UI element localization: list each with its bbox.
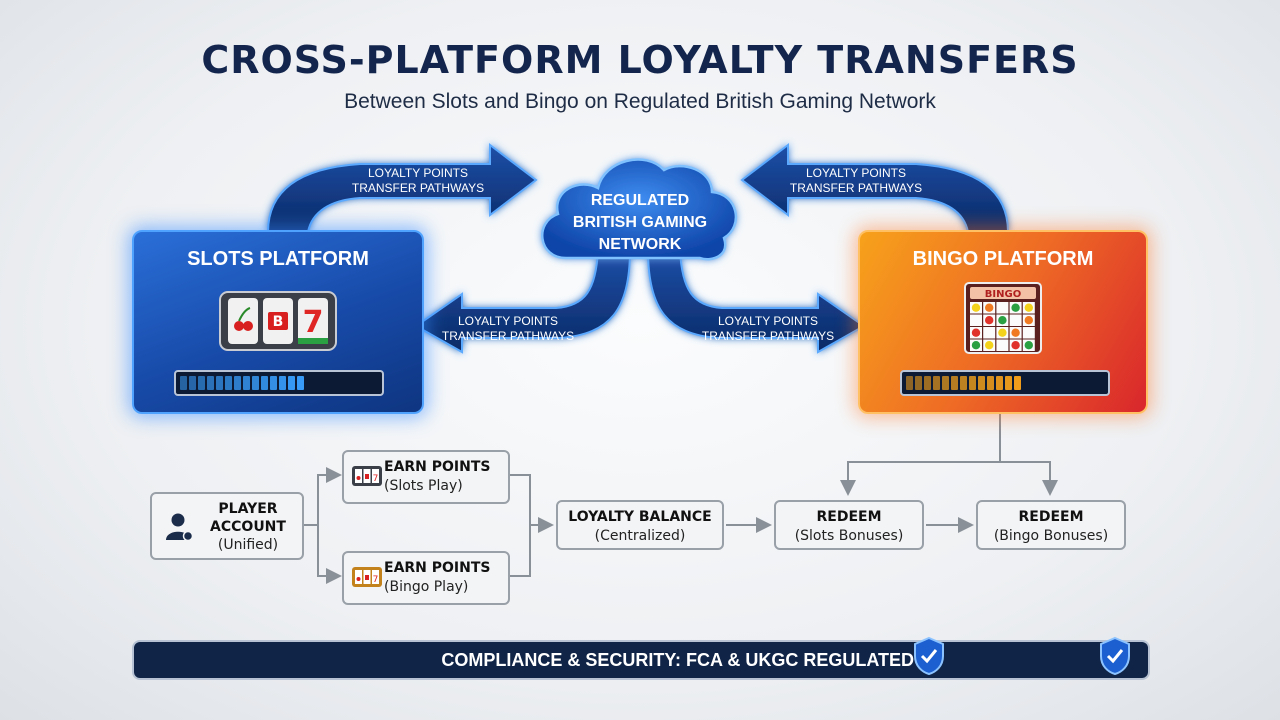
pathway-label-line: LOYALTY POINTS <box>367 166 469 180</box>
earn-bingo-title: EARN POINTS <box>384 560 491 576</box>
player-account-box[interactable]: PLAYER ACCOUNT (Unified) <box>150 492 304 560</box>
progress-segment <box>969 376 976 390</box>
network-label-line2: BRITISH GAMING <box>572 214 708 231</box>
redeem-bingo-title: REDEEM <box>1018 509 1084 525</box>
bingo-platform-panel[interactable]: BINGO PLATFORM BINGO <box>858 230 1148 414</box>
earn-bingo-sub: (Bingo Play) <box>384 579 469 595</box>
slots-progress-bar <box>174 370 384 396</box>
pathway-label-line: LOYALTY POINTS <box>457 314 559 328</box>
loyalty-balance-sub: (Centralized) <box>594 528 686 544</box>
loyalty-balance-title: LOYALTY BALANCE <box>568 509 712 525</box>
bingo-card-label: BINGO <box>985 289 1021 300</box>
earn-slots-sub: (Slots Play) <box>384 478 463 494</box>
loyalty-balance-box[interactable]: LOYALTY BALANCE (Centralized) <box>556 500 724 550</box>
progress-segment <box>915 376 922 390</box>
slot-machine-icon: B 7 <box>219 291 337 351</box>
slots-platform-title: SLOTS PLATFORM <box>187 248 369 270</box>
progress-segment <box>1014 376 1021 390</box>
network-label: REGULATED BRITISH GAMING NETWORK <box>548 190 732 256</box>
progress-segment <box>279 376 286 390</box>
progress-segment <box>1005 376 1012 390</box>
pathway-label-line: LOYALTY POINTS <box>805 166 907 180</box>
progress-segment <box>978 376 985 390</box>
pathway-arrow-bottom-right <box>646 249 866 354</box>
pathway-label-bottom-right: LOYALTY POINTS TRANSFER PATHWAYS <box>688 314 848 344</box>
pathway-arrow-bottom-left <box>414 249 632 354</box>
progress-segment <box>942 376 949 390</box>
progress-segment <box>207 376 214 390</box>
progress-segment <box>216 376 223 390</box>
progress-segment <box>960 376 967 390</box>
earn-points-bingo-box[interactable]: 7 EARN POINTS (Bingo Play) <box>342 551 510 605</box>
pathway-arrow-top-left <box>266 142 538 233</box>
progress-segment <box>288 376 295 390</box>
redeem-slots-title: REDEEM <box>816 509 882 525</box>
page-title: CROSS-PLATFORM LOYALTY TRANSFERS <box>201 38 1079 82</box>
progress-segment <box>933 376 940 390</box>
shield-check-icon <box>914 636 944 676</box>
compliance-bar: COMPLIANCE & SECURITY: FCA & UKGC REGULA… <box>132 636 1150 680</box>
progress-segment <box>270 376 277 390</box>
flow-connectors <box>302 410 1058 584</box>
svg-text:B: B <box>273 314 284 330</box>
pathway-label-top-left: LOYALTY POINTS TRANSFER PATHWAYS <box>338 166 498 196</box>
svg-text:7: 7 <box>373 575 379 585</box>
page-subtitle: Between Slots and Bingo on Regulated Bri… <box>344 90 936 113</box>
progress-segment <box>243 376 250 390</box>
redeem-bingo-box[interactable]: REDEEM (Bingo Bonuses) <box>976 500 1126 550</box>
pathway-arrow-top-right <box>740 142 1010 233</box>
slots-platform-panel[interactable]: SLOTS PLATFORM B 7 <box>132 230 424 414</box>
progress-segment <box>996 376 1003 390</box>
pathway-label-line: TRANSFER PATHWAYS <box>351 181 485 195</box>
bingo-card-icon: BINGO <box>964 282 1042 354</box>
progress-segment <box>225 376 232 390</box>
redeem-slots-box[interactable]: REDEEM (Slots Bonuses) <box>774 500 924 550</box>
user-icon <box>166 513 194 542</box>
compliance-text: COMPLIANCE & SECURITY: FCA & UKGC REGULA… <box>441 650 914 670</box>
progress-segment <box>198 376 205 390</box>
shield-check-icon <box>1100 636 1130 676</box>
progress-segment <box>261 376 268 390</box>
earn-slots-title: EARN POINTS <box>384 459 491 475</box>
player-account-line2: ACCOUNT <box>210 519 286 535</box>
progress-segment <box>234 376 241 390</box>
slot-machine-icon: 7 <box>352 466 382 486</box>
svg-text:7: 7 <box>303 305 324 340</box>
pathway-label-bottom-left: LOYALTY POINTS TRANSFER PATHWAYS <box>428 314 588 344</box>
progress-segment <box>951 376 958 390</box>
progress-segment <box>924 376 931 390</box>
progress-segment <box>987 376 994 390</box>
pathway-label-top-right: LOYALTY POINTS TRANSFER PATHWAYS <box>776 166 936 196</box>
progress-segment <box>297 376 304 390</box>
pathway-label-line: TRANSFER PATHWAYS <box>789 181 923 195</box>
player-account-line3: (Unified) <box>217 537 279 553</box>
cloud-icon <box>541 158 738 261</box>
progress-segment <box>252 376 259 390</box>
bingo-platform-title: BINGO PLATFORM <box>912 248 1094 270</box>
progress-segment <box>906 376 913 390</box>
slot-machine-icon: 7 <box>352 567 382 587</box>
progress-segment <box>189 376 196 390</box>
redeem-bingo-sub: (Bingo Bonuses) <box>993 528 1109 544</box>
pathway-label-line: TRANSFER PATHWAYS <box>441 329 575 343</box>
network-label-line3: NETWORK <box>598 236 682 253</box>
bingo-progress-bar <box>900 370 1110 396</box>
svg-text:7: 7 <box>373 474 379 484</box>
network-label-line1: REGULATED <box>590 192 690 209</box>
pathway-label-line: TRANSFER PATHWAYS <box>701 329 835 343</box>
redeem-slots-sub: (Slots Bonuses) <box>794 528 904 544</box>
earn-points-slots-box[interactable]: 7 EARN POINTS (Slots Play) <box>342 450 510 504</box>
pathway-label-line: LOYALTY POINTS <box>717 314 819 328</box>
player-account-line1: PLAYER <box>218 501 278 517</box>
progress-segment <box>180 376 187 390</box>
